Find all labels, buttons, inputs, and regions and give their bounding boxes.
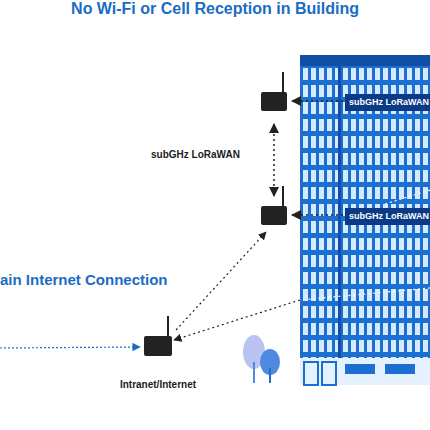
device-label: Intranet/Internet [120, 379, 196, 391]
antenna [282, 72, 284, 92]
building: subGHz LoRaWAN subGHz LoRaWAN [300, 55, 430, 385]
tree-trunk [269, 368, 271, 383]
gateway-device [261, 72, 287, 111]
internet-line [0, 347, 140, 348]
building-window [385, 364, 415, 374]
tree [243, 335, 280, 383]
building-lobby [300, 358, 430, 385]
building-door [304, 362, 318, 385]
building-window [345, 364, 375, 374]
radio-link [385, 190, 430, 204]
antenna [282, 186, 284, 206]
band-label: subGHz LoRaWAN [345, 94, 430, 111]
radio-link [292, 214, 343, 216]
radio-link [176, 232, 266, 330]
building-corner [338, 66, 341, 358]
building-roof [300, 55, 430, 66]
band-label: subGHz LoRaWAN [345, 208, 430, 225]
radio-link [292, 100, 343, 102]
radio-link [273, 124, 275, 196]
radio-link [174, 300, 300, 340]
gateway-device: Intranet/Internet [144, 336, 172, 356]
antenna [167, 316, 169, 336]
radio-link [300, 288, 430, 300]
link-label: subGHz LoRaWAN [151, 149, 240, 160]
gateway-box [261, 206, 287, 225]
tree-trunk [253, 362, 255, 383]
title: No Wi-Fi or Cell Reception in Building [0, 0, 430, 18]
building-door [322, 362, 336, 385]
gateway-box [261, 92, 287, 111]
connection-heading: ain Internet Connection [0, 271, 168, 288]
gateway-device [261, 186, 287, 225]
